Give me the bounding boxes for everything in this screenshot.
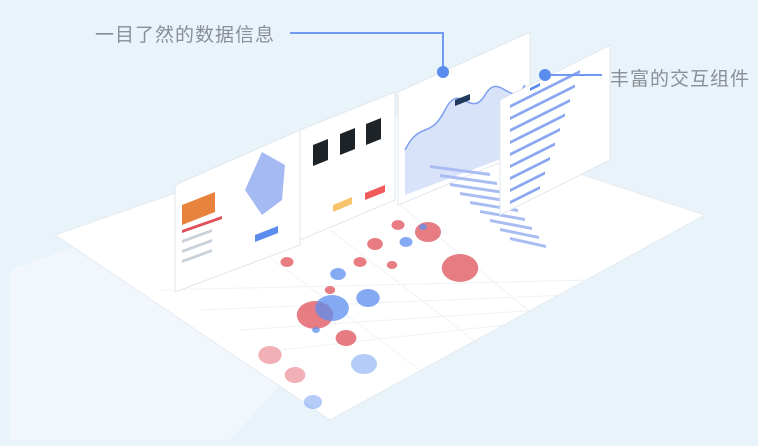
bubble	[315, 295, 349, 321]
floor-bar	[510, 237, 546, 248]
bubble	[258, 346, 282, 364]
list-bar	[510, 142, 555, 168]
floor-bar	[500, 228, 539, 239]
orange-badge	[182, 192, 215, 225]
product-thumbnails	[313, 118, 381, 166]
callout-dot-interactive	[539, 69, 551, 81]
list-bar	[510, 84, 575, 120]
floor-bar	[430, 165, 490, 176]
bubble	[415, 222, 441, 242]
list-bar	[510, 157, 550, 180]
bubble	[353, 257, 367, 267]
bubble	[391, 220, 405, 230]
product-red-button[interactable]	[365, 185, 385, 200]
bubble	[303, 395, 323, 409]
bubble-series	[258, 220, 479, 409]
bubble	[356, 289, 380, 307]
horizontal-bar-list	[430, 165, 546, 248]
bubble	[367, 238, 383, 250]
bubble	[351, 354, 377, 374]
bubble	[312, 327, 320, 333]
list-bar	[510, 128, 560, 156]
list-bar	[510, 186, 540, 204]
bubble	[419, 224, 427, 230]
interactive-list-panel	[499, 44, 611, 216]
floor-bar	[460, 192, 511, 203]
bubble	[399, 237, 413, 247]
bubble	[330, 268, 346, 280]
bubble	[441, 254, 479, 282]
radar-panel-text-lines	[182, 216, 222, 263]
bubble	[335, 330, 357, 346]
list-bar	[510, 99, 570, 132]
radar-action-button[interactable]	[255, 226, 278, 242]
list-bar	[510, 171, 545, 192]
bubble	[386, 261, 398, 269]
list-bar	[510, 113, 565, 144]
list-tab-active[interactable]	[530, 83, 540, 91]
ghost-plane	[10, 230, 330, 440]
bubble	[324, 286, 336, 294]
list-progress-bars	[510, 70, 580, 204]
callout-dot-data	[437, 66, 449, 78]
bubble	[280, 257, 294, 267]
line-chart-tooltip	[455, 94, 470, 106]
floor-bar	[450, 183, 504, 194]
product-yellow-button[interactable]	[333, 197, 352, 212]
floor-bar	[440, 174, 497, 185]
floor-bar	[480, 210, 525, 221]
floor-bar	[490, 219, 532, 230]
callout-data-info: 一目了然的数据信息	[95, 24, 276, 46]
bubble	[284, 367, 306, 383]
callout-connector-data	[290, 32, 444, 70]
list-bar	[510, 70, 580, 108]
callout-interactive-components: 丰富的交互组件	[610, 68, 751, 90]
radar-chart-shape	[245, 152, 285, 215]
